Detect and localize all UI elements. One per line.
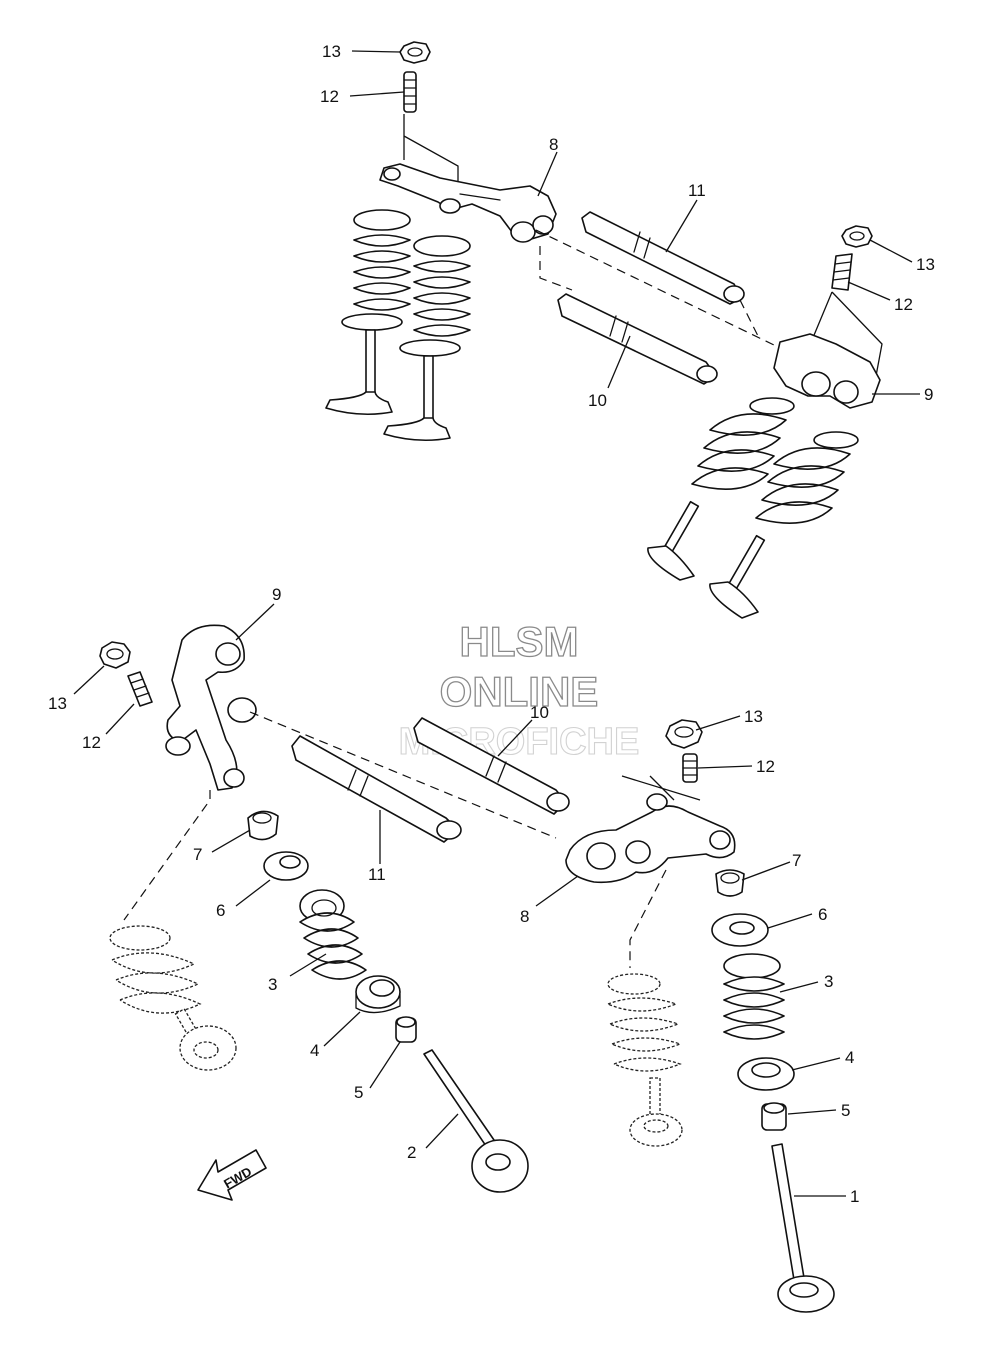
bottom-rocker-shaft-11 bbox=[291, 735, 462, 843]
top-rocker-arm-8 bbox=[379, 163, 557, 243]
callout-5: 5 bbox=[354, 1083, 363, 1102]
callout-10: 10 bbox=[588, 391, 607, 410]
valve-spring-3b bbox=[723, 953, 785, 1040]
top-rocker-shaft-10 bbox=[557, 293, 718, 385]
watermark-line2: ONLINE bbox=[440, 668, 599, 715]
callout-13: 13 bbox=[48, 694, 67, 713]
watermark-line1: HLSM bbox=[460, 618, 579, 665]
bottom-adjusting-screw-12b bbox=[682, 753, 698, 783]
bottom-locknut-13a bbox=[99, 641, 131, 669]
callout-4: 4 bbox=[310, 1041, 319, 1060]
bottom-rocker-shaft-10 bbox=[413, 717, 570, 815]
valve-stem-seal-5a bbox=[395, 1016, 417, 1043]
callout-10: 10 bbox=[530, 703, 549, 722]
top-adjusting-screw-12b bbox=[831, 253, 853, 291]
top-locknut-13a bbox=[399, 41, 431, 64]
callout-3: 3 bbox=[268, 975, 277, 994]
fwd-arrow-icon: FWD bbox=[197, 1149, 267, 1201]
bottom-rocker-arm-9 bbox=[165, 624, 257, 791]
bottom-right-ghost-valve-assembly bbox=[607, 973, 683, 1147]
callout-12: 12 bbox=[320, 87, 339, 106]
callout-4: 4 bbox=[845, 1048, 854, 1067]
callout-6: 6 bbox=[216, 901, 225, 920]
callout-8: 8 bbox=[520, 907, 529, 926]
callout-13: 13 bbox=[744, 707, 763, 726]
bottom-adjusting-screw-12a bbox=[127, 671, 153, 707]
callout-6: 6 bbox=[818, 905, 827, 924]
bottom-left-ghost-valve-assembly bbox=[109, 925, 237, 1071]
top-locknut-13b bbox=[841, 225, 873, 248]
callout-1: 1 bbox=[850, 1187, 859, 1206]
callout-11: 11 bbox=[368, 865, 386, 884]
top-left-valve-assembly-1 bbox=[325, 209, 411, 416]
callout-7: 7 bbox=[193, 845, 202, 864]
top-rocker-arm-9 bbox=[773, 333, 881, 409]
top-left-valve-assembly-2 bbox=[383, 235, 471, 442]
callout-7: 7 bbox=[792, 851, 801, 870]
valve-spring-3a bbox=[299, 889, 367, 980]
callout-12: 12 bbox=[756, 757, 775, 776]
top-adjusting-screw-12a bbox=[403, 71, 417, 113]
valve-2 bbox=[423, 1049, 529, 1193]
valve-stem-seal-5b bbox=[761, 1102, 787, 1131]
callout-leaders bbox=[73, 50, 920, 1197]
valve-1 bbox=[771, 1143, 835, 1313]
callout-11: 11 bbox=[688, 181, 706, 200]
spring-retainer-6a bbox=[263, 851, 309, 881]
callout-9: 9 bbox=[924, 385, 933, 404]
bottom-rocker-arm-8 bbox=[565, 793, 736, 884]
callout-8: 8 bbox=[549, 135, 558, 154]
callout-numbers: 13 12 8 11 13 12 9 10 9 13 12 10 13 12 7… bbox=[48, 42, 935, 1206]
spring-retainer-6b bbox=[711, 913, 769, 947]
bottom-locknut-13b bbox=[665, 719, 703, 749]
valve-cotter-7a bbox=[247, 810, 279, 841]
top-rocker-shaft-11 bbox=[581, 211, 745, 305]
top-right-valve-assembly-1 bbox=[647, 397, 795, 581]
callout-13: 13 bbox=[322, 42, 341, 61]
top-right-valve-assembly-2 bbox=[709, 431, 859, 619]
callout-12: 12 bbox=[82, 733, 101, 752]
spring-seat-4a bbox=[355, 975, 401, 1014]
callout-13: 13 bbox=[916, 255, 935, 274]
callout-2: 2 bbox=[407, 1143, 416, 1162]
callout-5: 5 bbox=[841, 1101, 850, 1120]
spring-seat-4b bbox=[737, 1057, 795, 1091]
callout-9: 9 bbox=[272, 585, 281, 604]
callout-12: 12 bbox=[894, 295, 913, 314]
callout-3: 3 bbox=[824, 972, 833, 991]
valve-cotter-7b bbox=[715, 869, 745, 897]
